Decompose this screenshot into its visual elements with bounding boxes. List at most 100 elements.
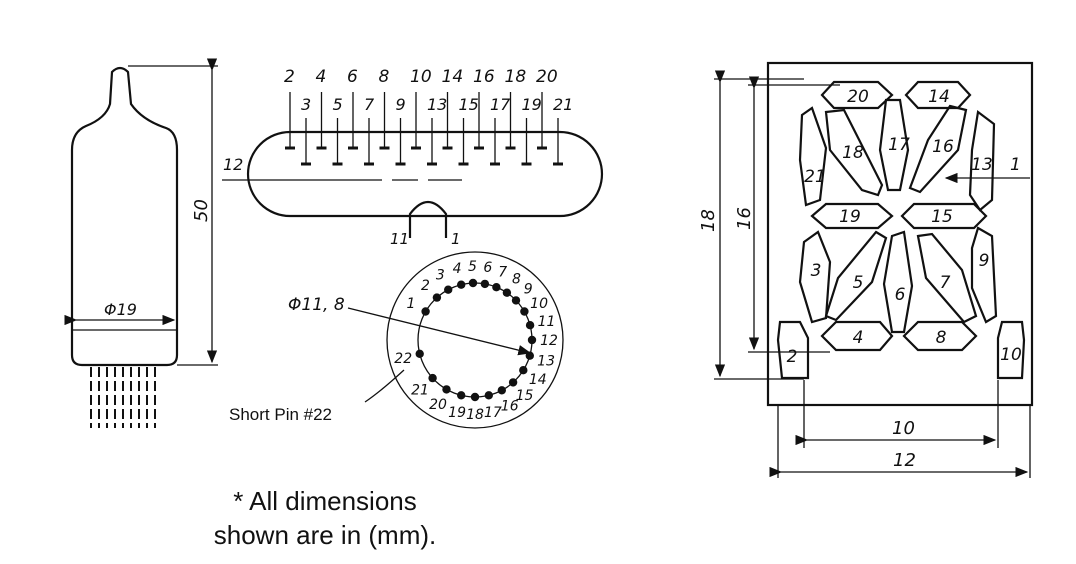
base-pin-dot [444, 285, 453, 294]
display-segment [824, 108, 884, 197]
base-pin-label: 13 [537, 353, 555, 369]
base-pin-label: 14 [529, 372, 547, 388]
display-segment-label: 21 [804, 167, 826, 187]
pin-1-label: 1 [451, 230, 461, 248]
base-pin-label: 15 [516, 388, 534, 404]
base-diameter-label: Φ11, 8 [288, 295, 345, 315]
base-pin-dot [480, 279, 490, 289]
pin-top-label: 16 [473, 67, 495, 87]
display-segment [996, 320, 1026, 380]
base-pin-dot [484, 391, 493, 400]
base-pin-dot [468, 278, 478, 288]
short-pin-label: Short Pin #22 [229, 405, 332, 424]
pin-12-label: 12 [223, 155, 243, 174]
base-pin-label: 1 [406, 296, 415, 312]
display-segment [798, 230, 832, 324]
base-pin-dot [442, 385, 451, 394]
tube-side-view: 50 Φ19 [64, 58, 218, 428]
base-pin-label: 22 [394, 351, 412, 367]
display-segments [776, 80, 1026, 380]
display-segment [798, 106, 828, 207]
pin-top-label: 2 [284, 67, 295, 87]
display-segment-label: 7 [940, 273, 951, 293]
pin-second-label: 15 [459, 95, 479, 114]
base-pin-dot [520, 307, 529, 316]
base-pin-dot [428, 373, 437, 383]
tube-diameter-label: Φ19 [104, 300, 137, 319]
display-segment [810, 202, 894, 230]
base-pin-label: 16 [501, 398, 519, 414]
display-segment-label: 9 [979, 251, 990, 271]
display-segment-label: 17 [888, 135, 910, 155]
inner-width-label: 10 [892, 418, 915, 439]
pin-top-label: 20 [536, 67, 558, 87]
pin-second-label: 19 [522, 95, 542, 114]
display-segment [916, 232, 978, 324]
display-segment [970, 226, 998, 324]
base-pin-dot [457, 391, 466, 400]
pin-top-label: 10 [410, 67, 432, 87]
display-segment-label: 3 [811, 261, 822, 281]
pin-stems [285, 92, 563, 166]
base-pin-label: 10 [530, 296, 548, 312]
pin-1-pointer-label: 1 [1010, 155, 1021, 175]
pin-top-label: 8 [379, 67, 390, 87]
pin-second-label: 5 [333, 95, 343, 114]
base-pin-dot [457, 280, 466, 289]
display-segment [902, 320, 978, 352]
pin-second-label: 21 [553, 95, 573, 114]
pin-second-labels: 3 5 7 9 13 15 17 19 21 [301, 95, 573, 114]
display-segment [878, 98, 910, 192]
display-segment [900, 202, 988, 230]
tube-pin-leads [90, 367, 156, 428]
base-pin-dot [415, 349, 424, 358]
pin-second-label: 3 [301, 95, 311, 114]
base-diameter-leader [347, 307, 532, 356]
base-pin-label: 11 [538, 314, 556, 330]
display-segment-label: 5 [853, 273, 864, 293]
outer-height-label: 18 [698, 209, 719, 232]
pin-loop [408, 200, 448, 238]
pin-second-label: 9 [396, 95, 406, 114]
base-pin-label: 3 [436, 268, 445, 284]
display-frame [766, 61, 1034, 407]
base-pin-label: 20 [429, 397, 447, 413]
pin-second-label: 7 [364, 95, 375, 114]
display-segment-label: 6 [895, 285, 906, 305]
short-pin-leader [364, 369, 405, 403]
base-pin-label: 8 [512, 272, 521, 288]
pin-second-label: 17 [490, 95, 511, 114]
base-pin-label: 21 [411, 383, 429, 399]
pin-second-label: 13 [427, 95, 447, 114]
footnote-line-2: shown are in (mm). [213, 520, 437, 550]
display-segment-label: 4 [853, 328, 864, 348]
base-pin-dot [497, 386, 506, 395]
display-segment-label: 18 [842, 143, 864, 163]
footnote-line-1: * All dimensions [233, 486, 417, 516]
base-pin-dot [470, 392, 480, 402]
display-segment [820, 320, 894, 352]
display-segment [824, 230, 888, 322]
inner-height-label: 16 [734, 207, 755, 230]
display-segment-label: 16 [932, 137, 954, 157]
base-pin-label: 7 [498, 264, 507, 280]
outer-width-label: 12 [893, 450, 916, 471]
base-outer-circle [386, 251, 564, 429]
tube-outline [70, 66, 179, 367]
base-pin-dot [432, 293, 442, 302]
base-pin-label: 18 [466, 407, 484, 423]
base-pin-dot [508, 378, 518, 387]
display-segment-label: 10 [1000, 345, 1022, 365]
pin-top-label: 4 [316, 67, 327, 87]
base-pin-label: 4 [453, 261, 462, 277]
base-pin-label: 2 [421, 278, 430, 294]
base-pin-label: 6 [483, 260, 492, 276]
base-pin-dot [421, 307, 430, 316]
display-segment-label: 15 [931, 207, 953, 227]
